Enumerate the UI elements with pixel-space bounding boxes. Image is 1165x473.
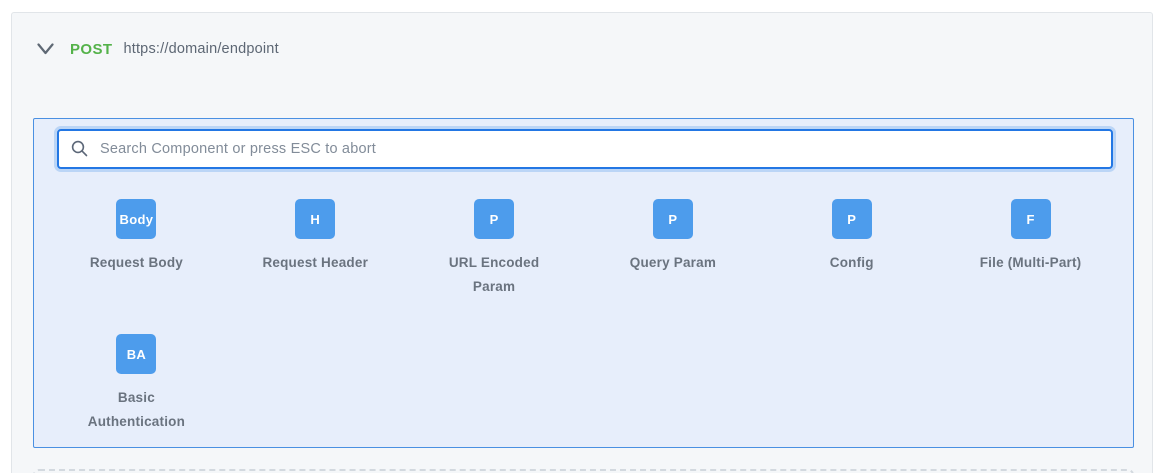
search-input[interactable]: [57, 129, 1113, 169]
next-component-dropzone[interactable]: [33, 469, 1134, 473]
basic-authentication-icon: BA: [116, 334, 157, 374]
query-param-icon: P: [652, 199, 693, 239]
component-label: Request Header: [262, 255, 369, 270]
url-encoded-param-icon: P: [474, 199, 515, 239]
component-option-config[interactable]: P Config: [762, 199, 941, 299]
component-option-basic-authentication[interactable]: BA Basic Authentication: [47, 334, 226, 434]
chevron-down-icon[interactable]: [37, 43, 54, 55]
component-option-url-encoded-param[interactable]: P URL Encoded Param: [405, 199, 584, 299]
component-label: Query Param: [629, 255, 717, 270]
component-picker-panel: Body Request Body H Request Header P URL…: [33, 118, 1134, 448]
component-label: Basic Authentication: [87, 390, 186, 429]
component-grid: Body Request Body H Request Header P URL…: [34, 199, 1133, 434]
request-method: POST: [70, 40, 113, 58]
component-label: Config: [829, 255, 874, 270]
component-option-query-param[interactable]: P Query Param: [583, 199, 762, 299]
component-label: File (Multi-Part): [979, 255, 1082, 270]
request-url: https://domain/endpoint: [123, 41, 279, 57]
component-search: [57, 129, 1113, 169]
request-body-icon: Body: [116, 199, 157, 239]
component-label: Request Body: [89, 255, 183, 270]
config-icon: P: [831, 199, 872, 239]
file-multipart-icon: F: [1010, 199, 1051, 239]
component-option-request-header[interactable]: H Request Header: [226, 199, 405, 299]
request-card: POST https://domain/endpoint Body Reques…: [11, 12, 1153, 473]
component-option-request-body[interactable]: Body Request Body: [47, 199, 226, 299]
request-header-row[interactable]: POST https://domain/endpoint: [37, 38, 1152, 60]
component-label: URL Encoded Param: [448, 255, 540, 294]
request-header-icon: H: [295, 199, 336, 239]
component-option-file-multipart[interactable]: F File (Multi-Part): [941, 199, 1120, 299]
